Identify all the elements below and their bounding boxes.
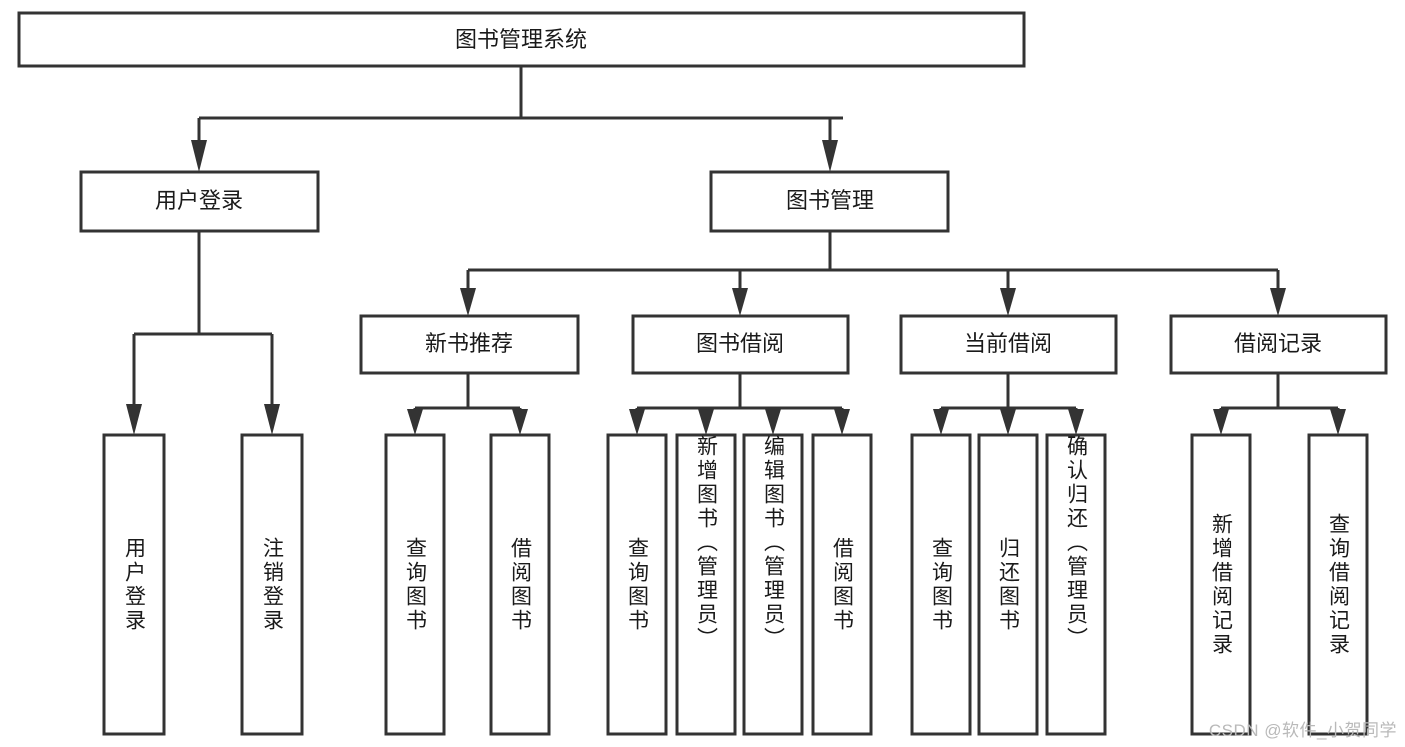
node-root[interactable]: 图书管理系统	[17, 11, 1026, 68]
node-new-book-recommend[interactable]: 新书推荐	[359, 314, 580, 375]
node-book-management[interactable]: 图书管理	[709, 170, 950, 233]
node-book-borrow[interactable]: 图书借阅	[631, 314, 850, 375]
leaf-borrowrecord-add[interactable]	[1190, 433, 1252, 736]
node-user-login-label: 用户登录	[155, 188, 243, 213]
leaf-user-login-login[interactable]	[102, 433, 166, 736]
node-user-login[interactable]: 用户登录	[79, 170, 320, 233]
connector-root-to-level2	[191, 66, 843, 172]
node-borrow-record-label: 借阅记录	[1234, 331, 1322, 356]
leaf-bookborrow-query[interactable]	[606, 433, 668, 736]
connector-bookborrow-to-leaves	[629, 373, 850, 435]
leaf-bookborrow-edit[interactable]	[742, 433, 804, 736]
node-borrow-record[interactable]: 借阅记录	[1169, 314, 1388, 375]
leaf-currentborrow-confirm[interactable]	[1045, 433, 1107, 736]
connector-userlogin-to-leaves	[126, 231, 280, 435]
csdn-watermark: CSDN @软件_小贺同学	[1208, 721, 1397, 740]
leaf-currentborrow-return[interactable]	[977, 433, 1039, 736]
leaf-bookborrow-borrow[interactable]	[811, 433, 873, 736]
leaf-newbook-query[interactable]	[384, 433, 446, 736]
leaf-newbook-borrow[interactable]	[489, 433, 551, 736]
node-new-book-recommend-label: 新书推荐	[425, 331, 513, 356]
connector-newbook-to-leaves	[407, 373, 528, 435]
leaf-bookborrow-add[interactable]	[675, 433, 737, 736]
leaf-user-login-logout[interactable]	[240, 433, 304, 736]
node-book-management-label: 图书管理	[786, 188, 874, 213]
connector-borrowrecord-to-leaves	[1213, 373, 1346, 435]
node-current-borrow-label: 当前借阅	[964, 331, 1052, 356]
connector-bookmgmt-to-level3	[460, 231, 1286, 316]
leaf-currentborrow-query[interactable]	[910, 433, 972, 736]
node-root-label: 图书管理系统	[455, 27, 587, 52]
connector-currentborrow-to-leaves	[933, 373, 1084, 435]
leaf-borrowrecord-query[interactable]	[1307, 433, 1369, 736]
node-current-borrow[interactable]: 当前借阅	[899, 314, 1118, 375]
node-book-borrow-label: 图书借阅	[696, 331, 784, 356]
